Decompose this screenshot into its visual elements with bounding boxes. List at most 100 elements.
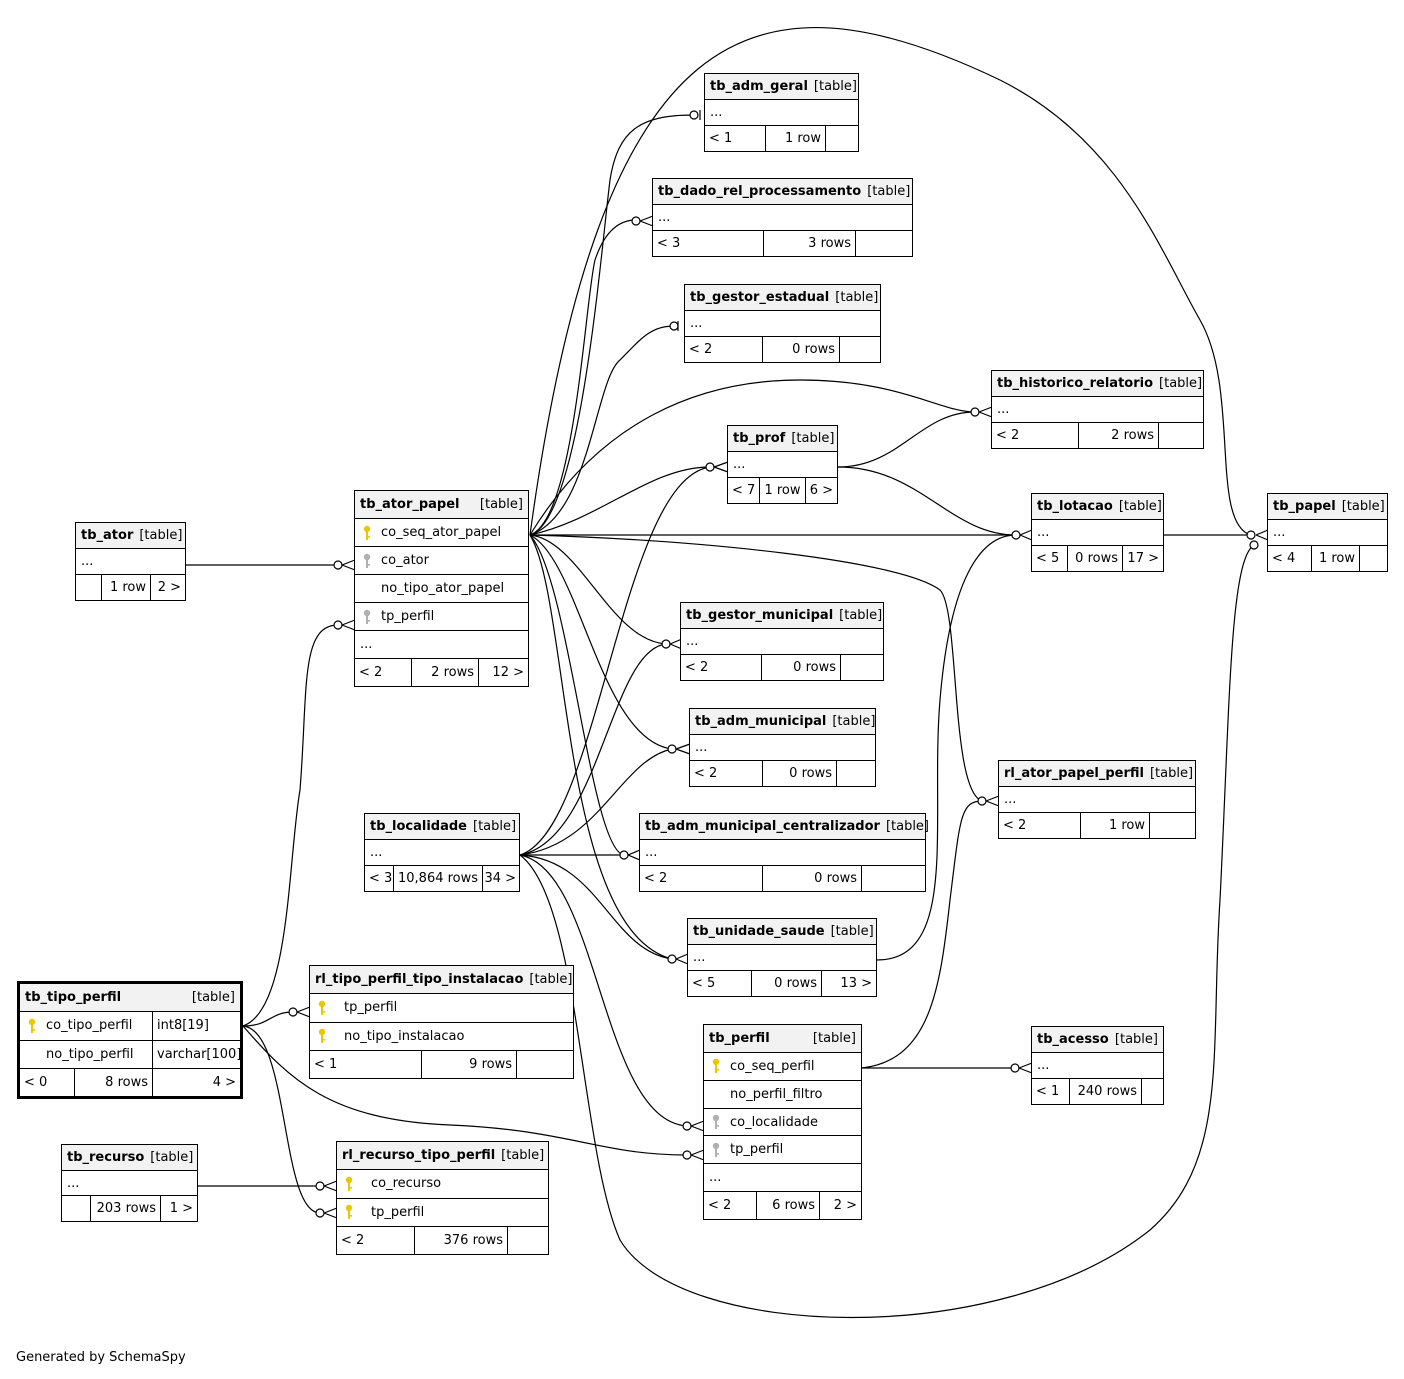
table-name[interactable]: rl_recurso_tipo_perfil xyxy=(342,1148,496,1164)
children-link[interactable]: < 4 xyxy=(1272,551,1296,566)
parents-link[interactable] xyxy=(1158,423,1203,448)
children-link[interactable] xyxy=(76,575,101,600)
table-tb-papel[interactable]: tb_papel[table] ... < 4 1 row xyxy=(1267,493,1388,572)
parents-link[interactable] xyxy=(836,761,875,786)
children-link[interactable]: < 0 xyxy=(24,1074,48,1090)
table-header: tb_acesso[table] xyxy=(1032,1027,1163,1052)
table-tb-gestor-estadual[interactable]: tb_gestor_estadual[table] ... < 2 0 rows xyxy=(684,284,881,363)
children-link[interactable]: < 2 xyxy=(1003,818,1027,833)
table-tb-acesso[interactable]: tb_acesso[table] ... < 1 240 rows xyxy=(1031,1026,1164,1105)
children-link[interactable]: < 2 xyxy=(685,660,709,675)
marker-circle xyxy=(1246,530,1256,540)
table-name[interactable]: tb_gestor_municipal xyxy=(686,608,834,623)
table-tb-lotacao[interactable]: tb_lotacao[table] ... < 5 0 rows 17 > xyxy=(1031,493,1164,572)
table-name[interactable]: tb_adm_municipal xyxy=(695,714,827,729)
table-name[interactable]: rl_tipo_perfil_tipo_instalacao xyxy=(315,972,524,988)
table-name[interactable]: tb_localidade xyxy=(370,819,467,834)
parents-link[interactable] xyxy=(1149,813,1195,838)
parents-link[interactable] xyxy=(839,337,880,362)
table-tb-prof[interactable]: tb_prof[table] ... < 7 1 row 6 > xyxy=(727,425,838,504)
table-name[interactable]: tb_unidade_saude xyxy=(693,924,825,939)
row-count: 1 row xyxy=(759,478,804,503)
parents-link[interactable]: 6 > xyxy=(804,478,837,503)
children-link[interactable]: < 2 xyxy=(996,428,1020,443)
children-link[interactable]: < 3 xyxy=(369,871,393,886)
children-link[interactable]: < 1 xyxy=(314,1056,338,1072)
children-link[interactable]: < 7 xyxy=(732,483,756,498)
children-link[interactable]: < 5 xyxy=(1036,551,1060,566)
table-name[interactable]: tb_lotacao xyxy=(1037,499,1113,514)
table-rl-recurso-tipo-perfil[interactable]: rl_recurso_tipo_perfil[table] co_recurso… xyxy=(336,1141,549,1255)
parents-link[interactable]: 17 > xyxy=(1122,546,1163,571)
marker-circle xyxy=(669,321,679,331)
table-tb-adm-municipal-centralizador[interactable]: tb_adm_municipal_centralizador[table] ..… xyxy=(639,813,929,892)
parents-link[interactable] xyxy=(516,1050,573,1078)
table-name[interactable]: tb_recurso xyxy=(67,1149,145,1165)
children-link[interactable]: < 2 xyxy=(689,342,713,357)
children-link[interactable]: < 5 xyxy=(692,976,716,991)
crowfoot xyxy=(978,406,993,418)
table-name[interactable]: tb_gestor_estadual xyxy=(690,290,830,305)
parents-link[interactable]: 13 > xyxy=(821,971,876,996)
table-name[interactable]: tb_tipo_perfil xyxy=(25,990,122,1006)
columns-ellipsis: ... xyxy=(653,204,912,230)
table-type: [table] xyxy=(812,1030,856,1046)
children-link[interactable]: < 1 xyxy=(1036,1084,1060,1099)
table-name[interactable]: rl_ator_papel_perfil xyxy=(1004,766,1144,781)
table-name[interactable]: tb_perfil xyxy=(709,1030,770,1046)
table-tb-historico-relatorio[interactable]: tb_historico_relatorio[table] ... < 2 2 … xyxy=(991,370,1204,449)
parents-link[interactable] xyxy=(840,655,883,680)
parents-link[interactable]: 1 > xyxy=(160,1196,197,1222)
children-link[interactable]: < 2 xyxy=(694,766,718,781)
crowfoot xyxy=(675,743,691,755)
parents-link[interactable]: 12 > xyxy=(478,659,528,686)
row-count: 0 rows xyxy=(762,337,839,362)
table-tb-perfil[interactable]: tb_perfil[table] co_seq_perfil no_perfil… xyxy=(703,1024,862,1220)
table-name[interactable]: tb_adm_municipal_centralizador xyxy=(645,819,880,834)
table-tb-ator[interactable]: tb_ator[table] ... 1 row 2 > xyxy=(75,522,186,601)
table-tb-recurso[interactable]: tb_recurso[table] ... 203 rows 1 > xyxy=(61,1144,198,1222)
marker-circle xyxy=(667,744,677,754)
table-rl-tipo-perfil-tipo-instalacao[interactable]: rl_tipo_perfil_tipo_instalacao[table] tp… xyxy=(309,965,574,1079)
parents-link[interactable] xyxy=(1141,1079,1163,1104)
children-link[interactable] xyxy=(62,1196,90,1221)
parents-link[interactable]: 2 > xyxy=(150,575,185,600)
table-name[interactable]: tb_historico_relatorio xyxy=(997,376,1154,391)
parents-link[interactable] xyxy=(1359,546,1387,571)
table-name[interactable]: tb_ator_papel xyxy=(360,497,460,512)
table-name[interactable]: tb_adm_geral xyxy=(710,79,808,94)
parents-link[interactable]: 4 > xyxy=(152,1068,240,1096)
table-rl-ator-papel-perfil[interactable]: rl_ator_papel_perfil[table] ... < 2 1 ro… xyxy=(998,760,1196,839)
children-link[interactable]: < 2 xyxy=(644,871,668,886)
table-name[interactable]: tb_prof xyxy=(733,431,786,446)
table-tb-localidade[interactable]: tb_localidade[table] ... < 3 10,864 rows… xyxy=(364,813,520,892)
parents-link[interactable]: 2 > xyxy=(819,1192,861,1220)
children-link[interactable]: < 2 xyxy=(341,1232,365,1248)
table-name[interactable]: tb_ator xyxy=(81,528,134,543)
table-tb-adm-geral[interactable]: tb_adm_geral[table] ... < 1 1 row xyxy=(704,73,859,152)
children-link[interactable]: < 2 xyxy=(359,665,383,680)
children-link[interactable]: < 3 xyxy=(657,236,681,251)
parents-link[interactable] xyxy=(855,231,912,256)
table-tb-adm-municipal[interactable]: tb_adm_municipal[table] ... < 2 0 rows xyxy=(689,708,876,787)
parents-link[interactable] xyxy=(861,866,925,891)
table-name[interactable]: tb_papel xyxy=(1273,499,1336,514)
table-tb-dado-rel-processamento[interactable]: tb_dado_rel_processamento[table] ... < 3… xyxy=(652,178,913,257)
parents-link[interactable] xyxy=(825,126,858,151)
table-tb-ator-papel[interactable]: tb_ator_papel[table] co_seq_ator_papel c… xyxy=(354,490,529,687)
table-tb-unidade-saude[interactable]: tb_unidade_saude[table] ... < 5 0 rows 1… xyxy=(687,918,877,997)
table-header: tb_adm_municipal_centralizador[table] xyxy=(640,814,929,839)
table-tb-gestor-municipal[interactable]: tb_gestor_municipal[table] ... < 2 0 row… xyxy=(680,602,884,681)
children-link[interactable]: < 2 xyxy=(708,1198,732,1214)
column-name: co_seq_ator_papel xyxy=(381,525,502,540)
marker-circle xyxy=(315,1208,325,1218)
table-name[interactable]: tb_dado_rel_processamento xyxy=(658,184,862,199)
edge-localidade-gestor-municipal xyxy=(519,643,667,856)
children-link[interactable]: < 1 xyxy=(709,131,733,146)
parents-link[interactable]: 34 > xyxy=(482,866,520,891)
table-name[interactable]: tb_acesso xyxy=(1037,1032,1109,1047)
column-row: no_tipo_ator_papel xyxy=(355,574,528,602)
marker-circle xyxy=(1011,530,1021,540)
parents-link[interactable] xyxy=(507,1226,548,1254)
